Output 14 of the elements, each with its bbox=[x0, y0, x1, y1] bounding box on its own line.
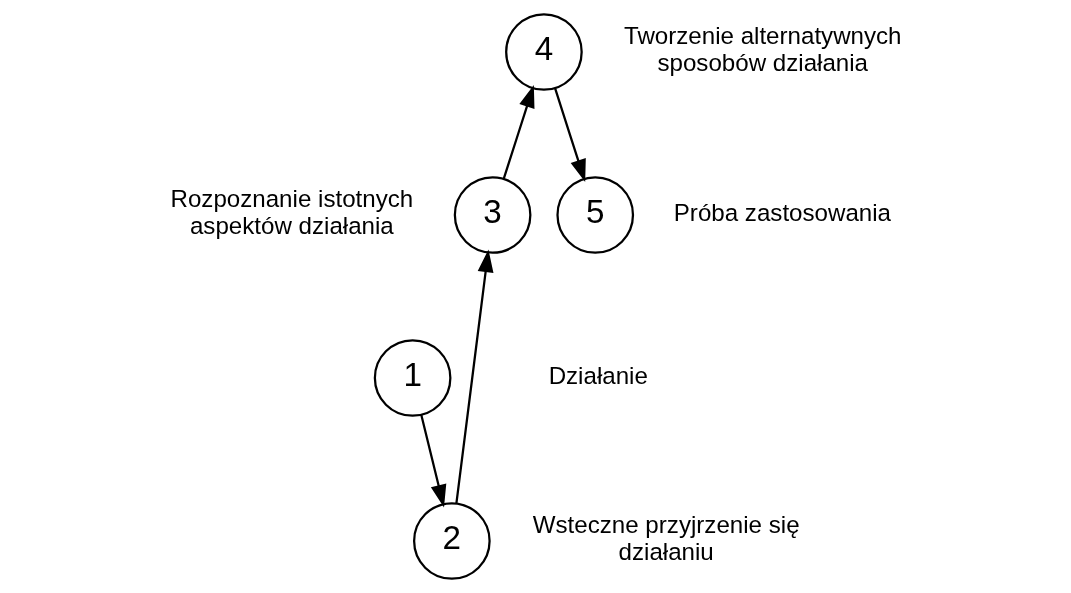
arrow bbox=[419, 414, 446, 508]
node-label: Wsteczne przyjrzenie się działaniu bbox=[532, 511, 800, 566]
arrow bbox=[502, 84, 534, 180]
arrow bbox=[454, 249, 493, 504]
node-label: Działanie bbox=[548, 361, 648, 389]
node-circle: 3 bbox=[453, 176, 531, 254]
node-label: Próba zastosowania bbox=[673, 198, 891, 226]
node-circle: 5 bbox=[555, 176, 634, 254]
node-label: Tworzenie alternatywnych sposobów działania bbox=[623, 22, 902, 77]
node-label: Rozpoznanie istotnych aspektów działania bbox=[170, 185, 413, 240]
node-circle: 2 bbox=[412, 502, 491, 580]
arrow bbox=[553, 87, 586, 183]
node-circle: 1 bbox=[373, 339, 451, 417]
node-circle: 4 bbox=[504, 13, 583, 91]
